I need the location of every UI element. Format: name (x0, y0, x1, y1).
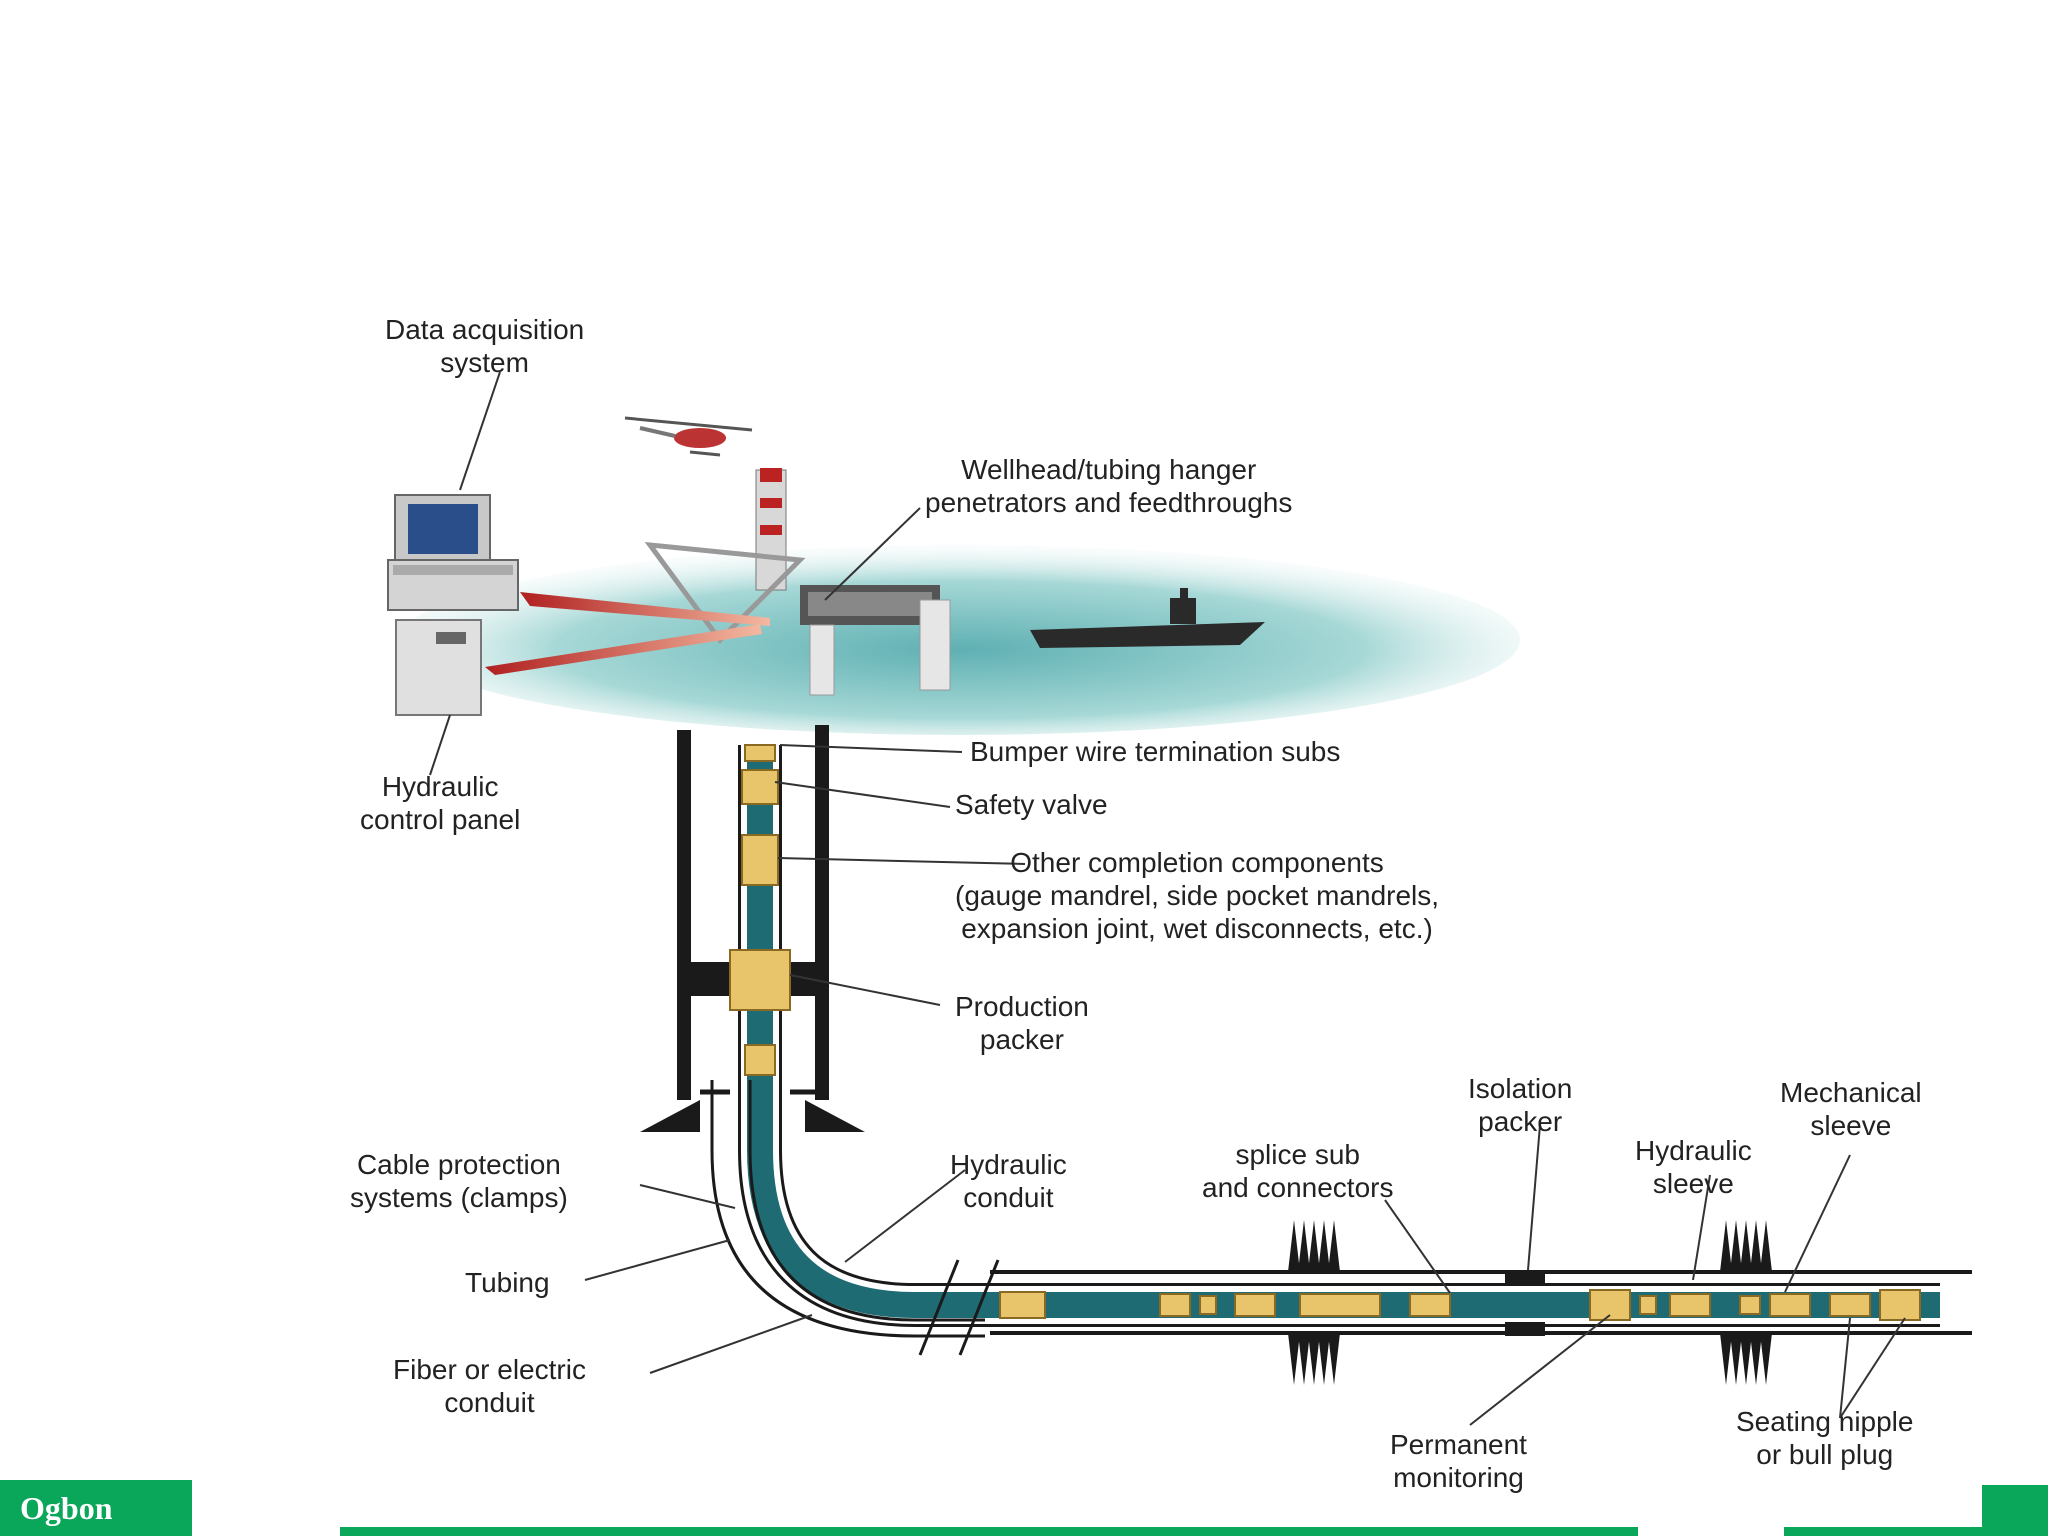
label-isolation-packer: Isolation packer (1468, 1073, 1573, 1137)
leader-lines-lower (584, 744, 1906, 1426)
computer-icon (387, 494, 519, 611)
label-hydraulic-conduit: Hydraulic conduit (950, 1149, 1067, 1213)
footer-bar-right-block (1982, 1485, 2048, 1536)
author-badge: Ogbon (0, 1480, 192, 1536)
footer-bar-right-strip (1784, 1527, 1984, 1536)
label-fiber-conduit: Fiber or electric conduit (393, 1354, 586, 1418)
label-permanent-monitoring: Permanent monitoring (1390, 1429, 1527, 1493)
label-other-components: Other completion components (gauge mandr… (955, 847, 1440, 944)
horizontal-components (999, 1289, 1921, 1321)
casing (640, 725, 865, 1132)
leader-lines-top (429, 371, 921, 776)
ship-icon (1030, 588, 1265, 648)
label-hydraulic-sleeve: Hydraulic sleeve (1635, 1135, 1752, 1199)
pipe-break (918, 1259, 1000, 1356)
label-data-acquisition: Data acquisition system (385, 314, 585, 378)
perforations (1288, 1220, 1772, 1385)
label-seating-nipple: Seating nipple or bull plug (1736, 1406, 1914, 1470)
tubing (710, 745, 1940, 1338)
isolation-packer (1505, 1270, 1545, 1336)
horizontal-casing (990, 1270, 1972, 1335)
label-mechanical-sleeve: Mechanical sleeve (1780, 1077, 1922, 1141)
label-tubing: Tubing (465, 1267, 550, 1298)
helicopter-icon (624, 416, 753, 457)
label-hydraulic-control-panel: Hydraulic control panel (360, 771, 521, 835)
label-bumper-wire: Bumper wire termination subs (970, 736, 1341, 767)
footer-bar-center (340, 1527, 1638, 1536)
vertical-components (729, 744, 791, 1076)
label-safety-valve: Safety valve (955, 789, 1108, 820)
offshore-platform-icon (644, 468, 951, 696)
label-cable-protection: Cable protection systems (clamps) (350, 1149, 568, 1213)
control-panel-icon (395, 619, 482, 716)
label-production-packer: Production packer (955, 991, 1089, 1055)
label-wellhead: Wellhead/tubing hanger penetrators and f… (925, 454, 1293, 518)
label-splice-sub: splice sub and connectors (1202, 1139, 1394, 1203)
signal-arrows (485, 592, 770, 675)
sea-surface (400, 545, 1520, 735)
